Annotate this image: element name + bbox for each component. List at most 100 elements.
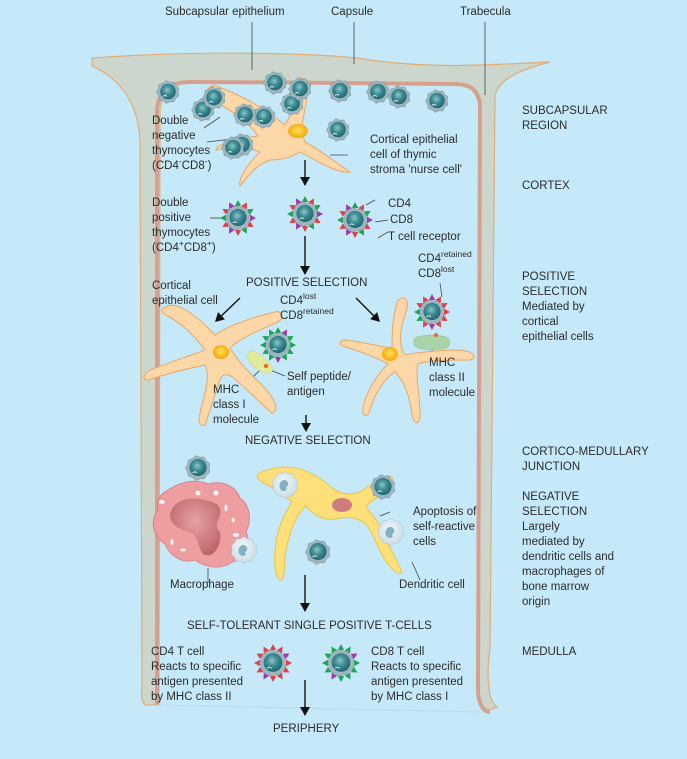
region-description: origin (522, 596, 551, 608)
thymocyte (225, 205, 251, 231)
label-line: Cortical epithelial (370, 134, 458, 146)
cd8-text: CD8 (418, 268, 442, 280)
arrow (301, 415, 311, 432)
thymocyte (328, 79, 352, 103)
region-heading: JUNCTION (522, 461, 581, 473)
single-positive-t-cells (254, 644, 360, 682)
cd8-marker (363, 211, 371, 217)
label-positive-selection: POSITIVE SELECTION (246, 277, 368, 289)
cd4-marker (269, 676, 277, 682)
label-line: antigen (287, 386, 325, 398)
label-self-peptide: Self peptide/ antigen (287, 370, 351, 400)
label-line: CD8 T cell (371, 646, 425, 658)
marked-thymocyte (322, 644, 360, 682)
dendritic-cell-nucleus (332, 498, 352, 512)
cd8-marker (286, 348, 294, 354)
region-medulla: MEDULLA (522, 645, 576, 660)
label-line: MHC (429, 357, 456, 369)
cd8-marker (313, 205, 321, 211)
tcr-marker (428, 294, 436, 300)
mhc-class-ii-molecule (413, 334, 450, 350)
label-line: negative (152, 130, 196, 142)
cd8-marker (220, 214, 226, 222)
cd8-marker (324, 653, 332, 660)
cd4-marker (289, 205, 297, 211)
label-line: epithelial cell (152, 295, 218, 307)
cd8-marker (337, 676, 345, 682)
thymocyte (263, 71, 287, 95)
label-line: Cortical (152, 280, 191, 292)
arrow (215, 297, 241, 322)
cd8-text: CD8 (280, 310, 304, 322)
arrow (355, 297, 380, 322)
region-heading: CORTEX (522, 180, 570, 192)
cd8-sup: lost (441, 264, 455, 274)
region-description: Mediated by (522, 301, 585, 313)
cd8-marker (414, 308, 420, 316)
label-subcapsular-epithelium: Subcapsular epithelium (165, 6, 285, 18)
region-description: Largely (522, 521, 560, 533)
label-line: CD8lost (418, 264, 472, 282)
label-cd4-lost-cd8-retained: CD4lost CD8retained (280, 292, 334, 324)
self-peptide (263, 363, 269, 369)
cortical-epithelial-cell-right (339, 297, 475, 423)
label-line: Reacts to specific (371, 661, 462, 673)
tcr-marker (250, 214, 256, 222)
cd4-text: CD4 (155, 160, 179, 172)
cd8-text: CD8 (181, 160, 205, 172)
label-self-tolerant: SELF-TOLERANT SINGLE POSITIVE T-CELLS (187, 620, 432, 632)
cd8-marker (269, 329, 275, 337)
thymocyte (425, 89, 449, 113)
label-line: stroma 'nurse cell' (370, 164, 462, 176)
cd4-marker (435, 296, 441, 304)
tcr-marker (428, 324, 436, 330)
cd4-marker (254, 659, 260, 667)
tcr-marker (263, 672, 270, 680)
cd4-marker (301, 226, 309, 232)
cd4-marker (339, 223, 347, 229)
label-cd8-t-cell: CD8 T cell Reacts to specific antigen pr… (371, 645, 463, 705)
region-description: dendritic cells and (522, 551, 615, 563)
region-heading: SELECTION (522, 506, 588, 518)
cd8-marker (260, 341, 266, 349)
label-macrophage: Macrophage (170, 579, 234, 591)
label-line: antigen presented (151, 676, 244, 688)
cd8-marker (350, 666, 358, 673)
cd8-marker (301, 196, 309, 202)
cd4-text: CD4 (418, 253, 442, 265)
cd8-marker (358, 228, 364, 236)
region-cortex: CORTEX (522, 179, 570, 194)
cd4-text: CD4 (280, 295, 304, 307)
label-cd8: CD8 (390, 214, 414, 226)
cd8-marker (337, 644, 345, 650)
cd8-marker (416, 315, 424, 321)
cd8-sup: retained (303, 306, 334, 316)
label-cd4-retained-cd8-lost: CD4retained CD8lost (418, 250, 472, 282)
cortical-cell-nucleus (213, 345, 229, 359)
cd4-sup: + (178, 238, 184, 248)
cd8-text: CD8 (183, 242, 207, 254)
cd4-marker (351, 232, 359, 238)
thymocyte (221, 136, 245, 160)
label-line: by MHC class I (371, 691, 449, 703)
region-negative-selection: NEGATIVE SELECTION Largely mediated by d… (522, 490, 614, 610)
apoptotic-cell (231, 536, 257, 564)
marked-thymocyte (414, 294, 450, 330)
label-line: class I (213, 399, 246, 411)
tcr-marker (346, 204, 352, 212)
region-heading: CORTICO-MEDULLARY (522, 446, 649, 458)
cd8-marker (269, 353, 275, 361)
tcr-marker (346, 228, 352, 236)
cd4-marker (241, 202, 247, 210)
region-cortico-medullary-junction: CORTICO-MEDULLARY JUNCTION (522, 445, 649, 475)
cd4-marker (289, 217, 297, 223)
label-line: antigen presented (371, 676, 464, 688)
tcr-marker (229, 202, 235, 210)
cd8-marker (246, 209, 254, 215)
region-heading: REGION (522, 120, 568, 132)
cd4-marker (234, 230, 242, 236)
label-tcr: T cell receptor (388, 231, 461, 243)
label-nurse-cell: Cortical epithelial cell of thymic strom… (370, 133, 462, 178)
label-line: CD4retained (418, 250, 472, 267)
